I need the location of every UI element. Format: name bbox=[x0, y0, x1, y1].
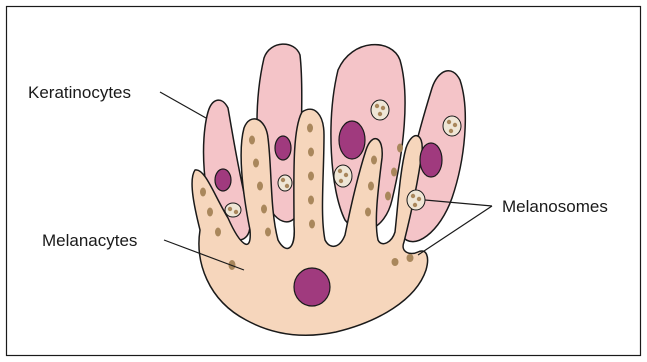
melanocyte-nucleus bbox=[294, 268, 330, 306]
vesicle bbox=[407, 190, 425, 210]
label-melanocytes: Melanacytes bbox=[42, 232, 137, 249]
vesicle bbox=[443, 116, 461, 136]
melanosome bbox=[261, 205, 267, 214]
melanosome bbox=[365, 208, 371, 217]
melanosome bbox=[368, 182, 374, 191]
melanosome bbox=[308, 196, 314, 205]
vesicle bbox=[225, 203, 241, 217]
melanosome bbox=[308, 148, 314, 157]
melanosome bbox=[307, 124, 313, 133]
vesicle bbox=[334, 165, 352, 187]
melanosome bbox=[397, 144, 403, 153]
label-keratinocytes: Keratinocytes bbox=[28, 84, 131, 101]
melanosome bbox=[200, 188, 206, 197]
keratinocyte-nucleus-1 bbox=[215, 169, 231, 191]
melanosome bbox=[265, 228, 271, 237]
keratinocyte-nucleus-3 bbox=[339, 121, 365, 159]
melanosome bbox=[385, 192, 391, 201]
melanosome bbox=[392, 258, 399, 266]
melanosome bbox=[257, 182, 263, 191]
melanosome bbox=[215, 228, 221, 237]
melanosome bbox=[309, 220, 315, 229]
melanosome bbox=[308, 172, 314, 181]
keratinocyte-nucleus-2 bbox=[275, 136, 291, 160]
keratinocyte-nucleus-4 bbox=[420, 143, 442, 177]
label-melanosomes: Melanosomes bbox=[502, 198, 608, 215]
melanosome bbox=[207, 208, 213, 217]
vesicle bbox=[371, 100, 389, 120]
melanosome bbox=[407, 254, 414, 262]
melanosome bbox=[253, 159, 259, 168]
vesicle bbox=[278, 175, 292, 191]
melanosome bbox=[391, 168, 397, 177]
melanosome bbox=[249, 136, 255, 145]
melanosome bbox=[371, 156, 377, 165]
